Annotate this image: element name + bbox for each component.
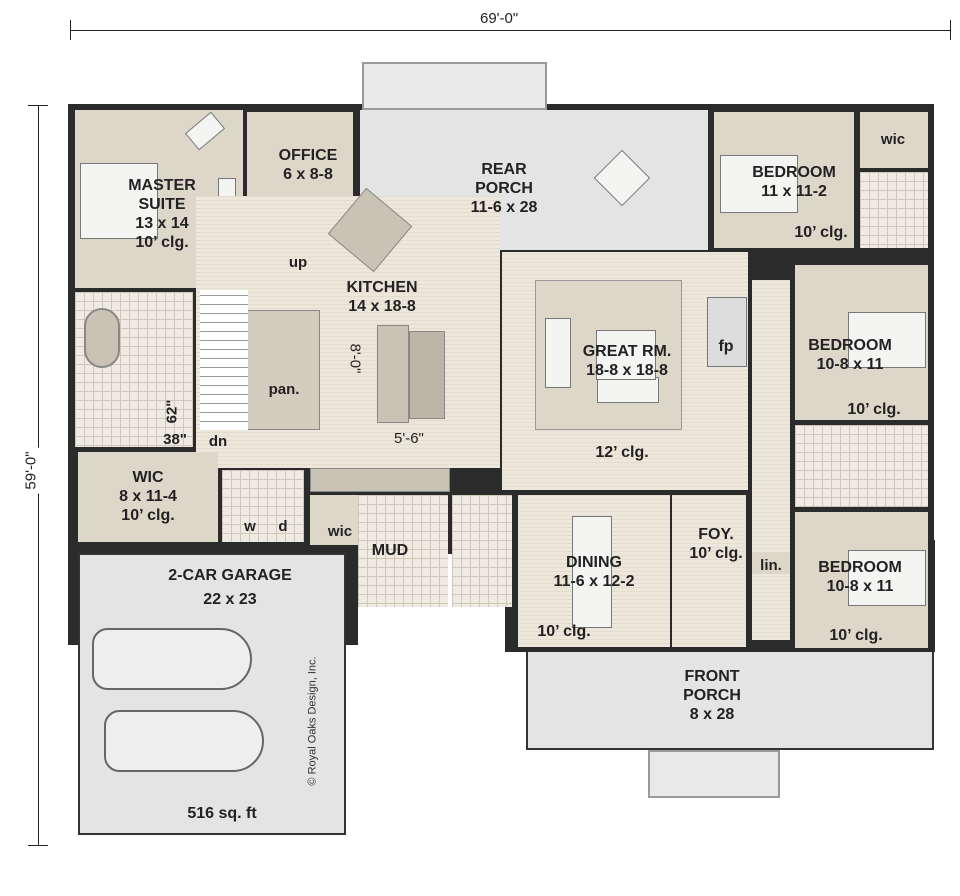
fireplace-label: fp: [718, 338, 734, 355]
washer-label: w: [244, 518, 256, 535]
bedroom-2-ceiling: 10’ clg.: [847, 401, 901, 418]
dimension-tick: [28, 845, 48, 846]
rear-steps: [362, 62, 547, 110]
foyer-label: FOY.10’ clg.: [689, 526, 743, 562]
kitchen-island: [377, 325, 409, 423]
bedroom-3-ceiling: 10’ clg.: [829, 627, 883, 644]
mud-wic: [310, 495, 358, 545]
dining-table: [572, 516, 612, 628]
coffee-table: [596, 330, 656, 380]
staircase: [200, 290, 248, 430]
width-dimension-line: [70, 30, 950, 31]
copyright-text: © Royal Oaks Design, Inc.: [306, 656, 319, 786]
stairs-down-label: dn: [208, 433, 228, 450]
bedroom-1-wic: [860, 112, 928, 168]
car: [104, 710, 264, 772]
foyer: [672, 495, 746, 647]
dimension-tick: [28, 105, 48, 106]
stairs-up-label: up: [288, 254, 308, 271]
bedroom-1-wic-label: wic: [880, 131, 906, 148]
bed: [720, 155, 798, 213]
aisle-dimension: 5'-6": [394, 430, 424, 447]
hallway: [752, 280, 790, 640]
linen-closet: [752, 552, 790, 574]
mud-room: [358, 495, 448, 607]
island-dimension: 8'-0": [346, 343, 364, 374]
office: [247, 112, 353, 196]
linen-label: lin.: [760, 557, 782, 574]
mud-wic-label: wic: [327, 523, 353, 540]
wic: [78, 452, 218, 542]
bed: [848, 550, 926, 606]
pantry-label: pan.: [268, 381, 300, 398]
bedroom-1-bath: [860, 172, 928, 248]
powder-room: [452, 495, 512, 607]
car: [92, 628, 252, 690]
dimension-tick: [950, 20, 951, 40]
kitchen-counter: [310, 468, 450, 492]
front-porch: [526, 652, 934, 750]
garage: [78, 553, 346, 835]
kitchen-table: [409, 331, 445, 419]
dining-ceiling: 10’ clg.: [537, 623, 591, 640]
fireplace: [707, 297, 747, 367]
garage-area: 516 sq. ft: [187, 805, 257, 822]
width-dimension-label: 69'-0": [476, 10, 523, 27]
bathtub: [84, 308, 120, 368]
dimension-tick: [70, 20, 71, 40]
sofa: [597, 377, 659, 403]
mud-label: MUD: [371, 542, 409, 559]
laundry: [222, 470, 304, 542]
shower-width: 38": [163, 431, 187, 448]
pantry: [240, 310, 320, 430]
hall-bath: [795, 425, 928, 507]
great-room-ceiling: 12’ clg.: [595, 444, 649, 461]
dryer-label: d: [278, 518, 288, 535]
depth-dimension-label: 59'-0": [22, 447, 40, 494]
bed: [848, 312, 926, 368]
bedroom-1-ceiling: 10’ clg.: [794, 224, 848, 241]
great-room-label: GREAT RM.18-8 x 18-8: [582, 343, 672, 379]
shower-height: 62": [163, 399, 181, 424]
front-steps: [648, 750, 780, 798]
sofa: [545, 318, 571, 388]
bed: [80, 163, 158, 239]
